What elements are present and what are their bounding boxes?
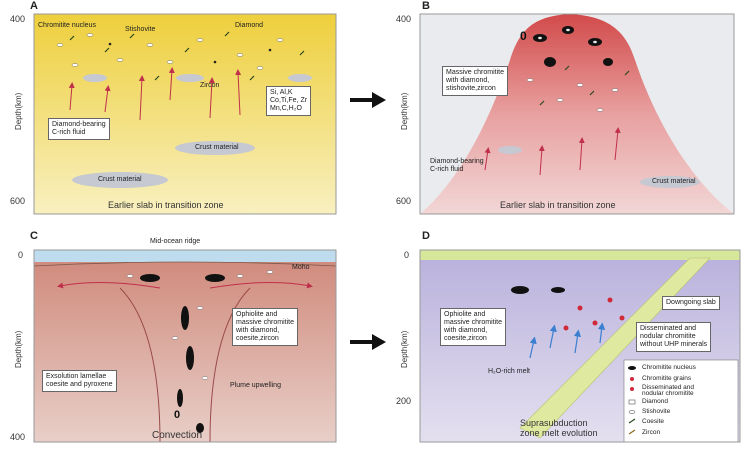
label-mid-ocean-ridge: Mid-ocean ridge <box>150 238 201 245</box>
panel-a-letter: A <box>30 0 38 12</box>
panel-a-caption: Earlier slab in transition zone <box>108 200 224 210</box>
label-moho: Moho <box>292 264 310 271</box>
panel-c-caption: Convection <box>152 430 203 441</box>
panel-a-tick-bottom: 600 <box>10 196 26 206</box>
label-downgoing-slab: Downgoing slab <box>662 296 720 310</box>
panel-a-axis-title: Depth(km) <box>14 92 23 130</box>
legend-item: Zircon <box>642 429 661 436</box>
panel-c-letter: C <box>30 230 38 242</box>
panel-a: A 400 600 Depth(km) Chromitite nucleus S… <box>0 0 340 222</box>
panel-d-tick-bottom: 200 <box>396 396 412 406</box>
panel-c-tick-top: 0 <box>18 250 24 260</box>
panel-c: 0 C 0 400 Depth(km) Mid-ocean ridge Moho… <box>0 228 340 450</box>
arrow-a-to-b-head <box>372 92 386 108</box>
panel-c-graphic: 0 <box>33 249 337 443</box>
panel-d-graphic <box>419 249 741 443</box>
label-fluid: Diamond-bearing C-rich fluid <box>48 118 110 140</box>
panel-d-tick-top: 0 <box>404 250 410 260</box>
label-crust-b: Crust material <box>652 178 696 185</box>
panel-b-tick-bottom: 600 <box>396 196 412 206</box>
label-elements: Si, Al,K Co,Ti,Fe, Zr Mn,C,H₂O <box>266 86 312 116</box>
legend-swatches <box>628 366 636 435</box>
label-stishovite: Stishovite <box>125 26 156 33</box>
arrow-c-to-d-head <box>372 334 386 350</box>
panel-c-axis-title: Depth(km) <box>14 330 23 368</box>
legend-item: Diamond <box>642 398 669 405</box>
legend-item: Coesite <box>642 418 665 425</box>
panel-c-tick-bottom: 400 <box>10 432 26 442</box>
label-diamond: Diamond <box>235 22 264 29</box>
crust-blob <box>175 141 255 155</box>
panel-b-caption: Earlier slab in transition zone <box>500 200 616 210</box>
panel-d-letter: D <box>422 230 430 242</box>
label-fluid-b: Diamond-bearing C-rich fluid <box>430 158 484 173</box>
panel-a-tick-top: 400 <box>10 14 26 24</box>
label-ophiolite-d: Ophiolite and massive chromitite with di… <box>440 308 506 346</box>
panel-b-axis-title: Depth(km) <box>400 92 409 130</box>
label-h2o-melt: H₂O-rich melt <box>488 368 530 375</box>
label-crust-1: Crust material <box>195 144 239 151</box>
svg-text:0: 0 <box>174 409 180 421</box>
label-chromitite-nucleus: Chromitite nucleus <box>38 22 96 29</box>
label-ophiolite-c: Ophiolite and massive chromitite with di… <box>232 308 298 346</box>
crust-blob <box>72 172 168 188</box>
legend-item: Disseminated and nodular chromitite <box>642 384 695 397</box>
panel-b-tick-top: 400 <box>396 14 412 24</box>
panel-d-caption: Suprasubduction zone melt evolution <box>520 418 598 438</box>
legend-box <box>623 359 739 443</box>
label-zircon: Zircon <box>200 82 220 89</box>
plume-shape <box>420 14 734 214</box>
panel-d-axis-title: Depth(km) <box>400 330 409 368</box>
ocean-layer <box>34 250 336 262</box>
label-massive-chromitite: Massive chromitite with diamond, stishov… <box>442 66 508 96</box>
svg-text:0: 0 <box>520 29 527 43</box>
panel-d: D 0 200 Depth(km) Downgoing slab Ophioli… <box>390 228 742 450</box>
panel-b-letter: B <box>422 0 430 12</box>
label-disseminated: Disseminated and nodular chromitite with… <box>636 322 712 352</box>
panel-b: 0 B 400 600 Depth(km) Massive chromitite… <box>390 0 740 222</box>
arrow-a-to-b-shaft <box>350 98 374 102</box>
moho-line <box>33 261 337 267</box>
legend-item: Chromitite grains <box>642 375 692 382</box>
legend-item: Stishovite <box>642 408 671 415</box>
label-plume-upwelling: Plume upwelling <box>230 382 281 389</box>
label-crust-2: Crust material <box>98 176 142 183</box>
legend-item: Chromitite nucleus <box>642 364 696 371</box>
arrow-c-to-d-shaft <box>350 340 374 344</box>
panel-b-graphic: 0 <box>419 13 735 215</box>
label-exsolution: Exsolution lamellae coesite and pyroxene <box>42 370 117 392</box>
